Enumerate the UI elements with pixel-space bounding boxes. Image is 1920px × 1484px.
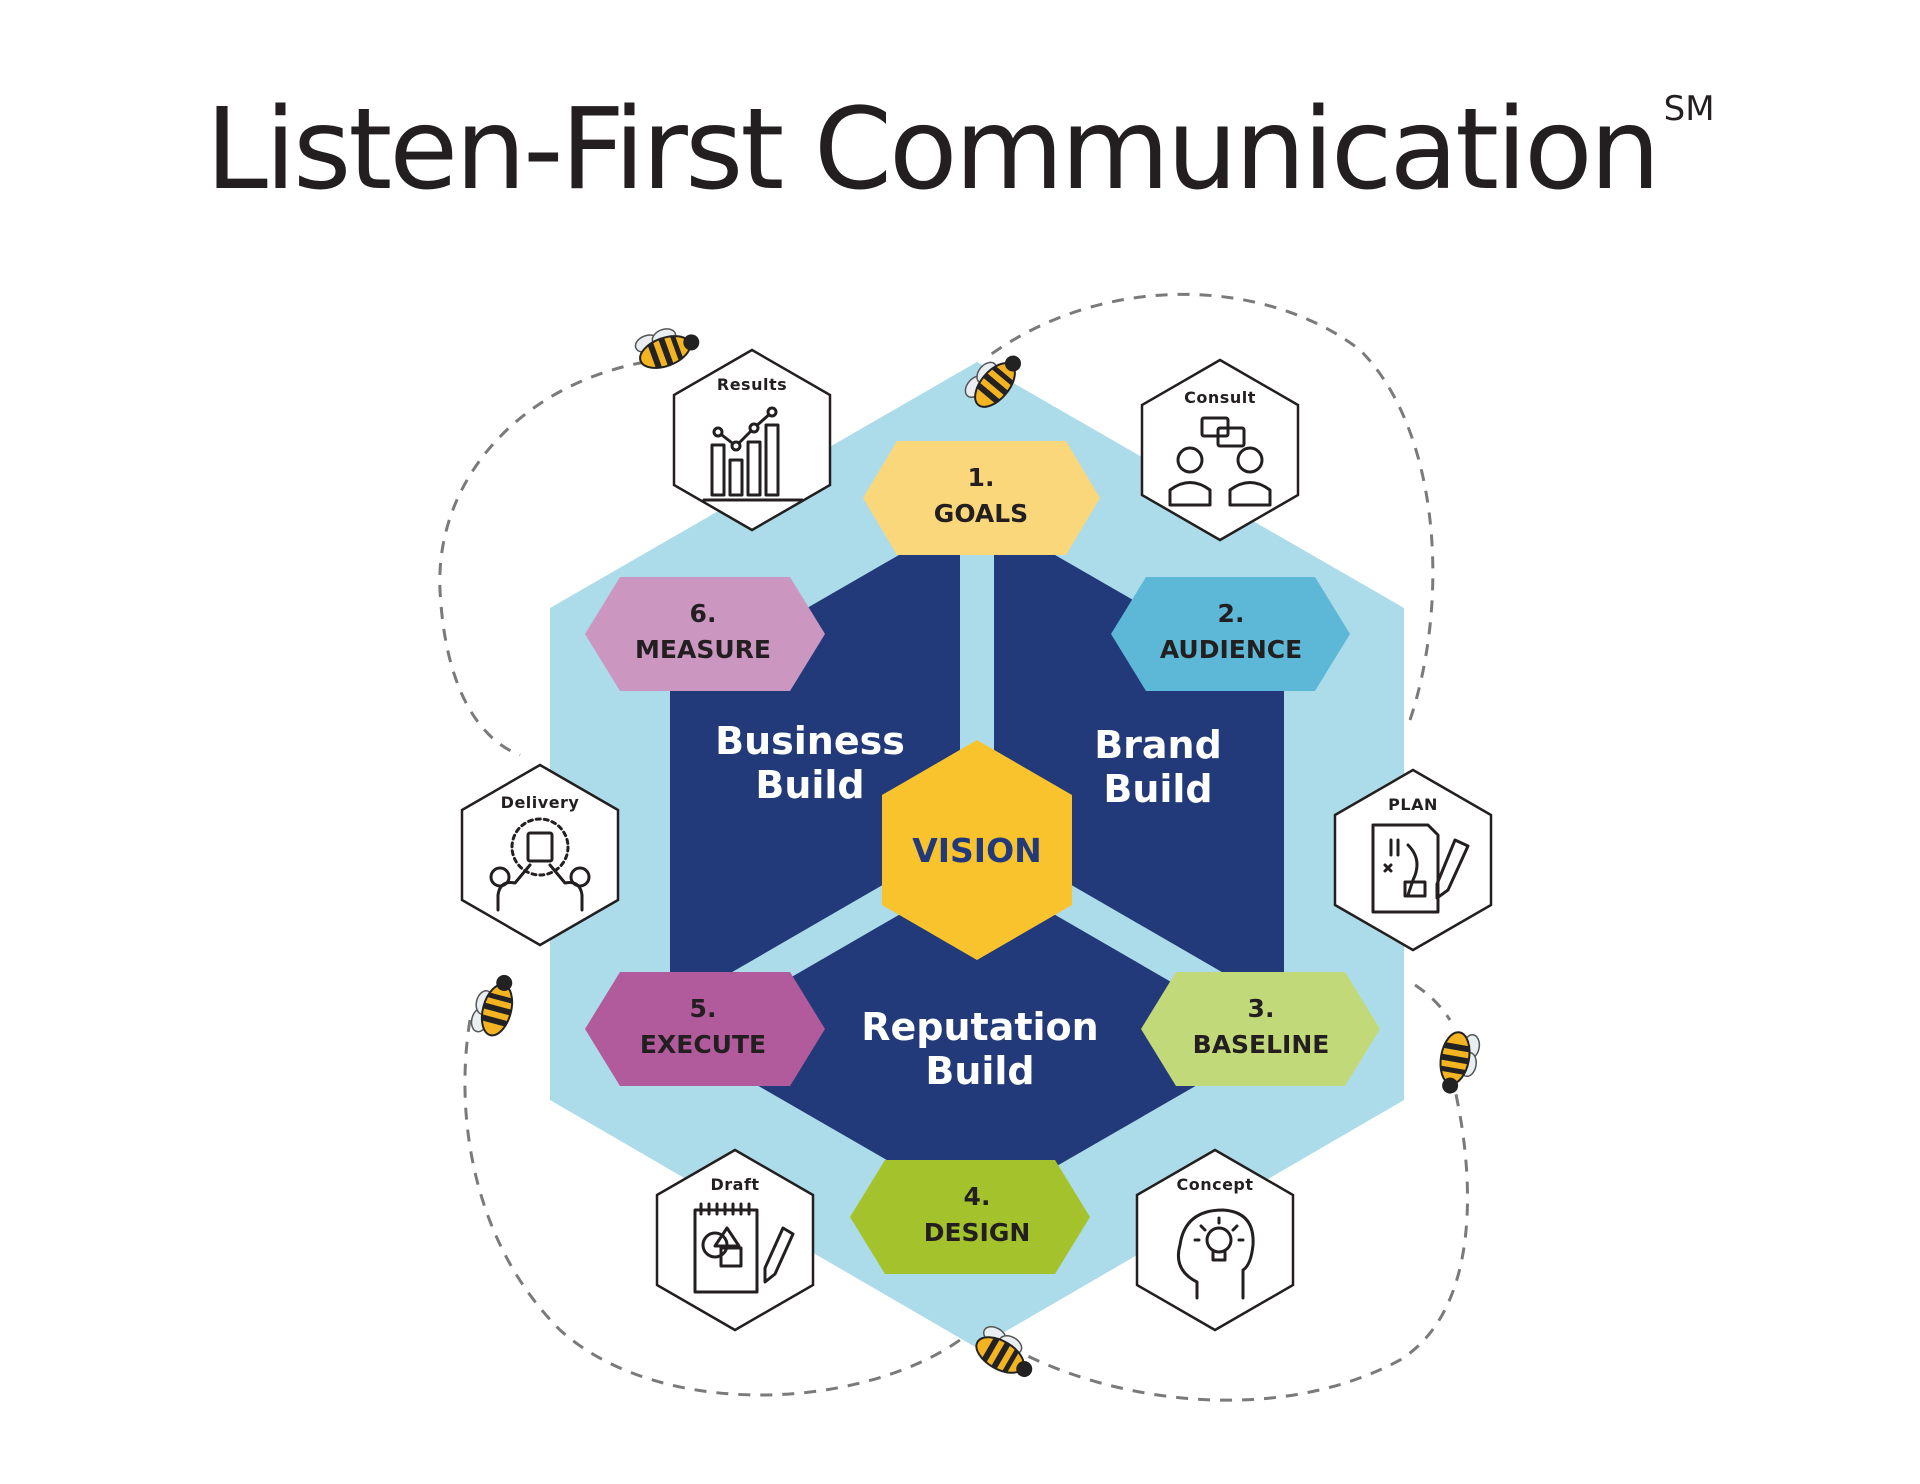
icon-hex-consult: Consult	[1140, 358, 1300, 542]
step-measure-label: MEASURE	[635, 635, 771, 664]
bee-icon	[1439, 1031, 1481, 1094]
bar-chart-icon	[702, 406, 804, 502]
delivery-icon	[489, 817, 591, 912]
dashed-flight-path	[438, 292, 1469, 1402]
step-execute-bg	[585, 972, 825, 1086]
consult-label: Consult	[1184, 388, 1256, 407]
step-measure-num: 6.	[690, 599, 717, 628]
icon-hex-results: Results	[672, 348, 832, 532]
concept-label: Concept	[1176, 1175, 1253, 1194]
title-text: Listen-First Communication	[205, 85, 1660, 215]
step-audience-num: 2.	[1218, 599, 1245, 628]
step-baseline-label: BASELINE	[1193, 1030, 1330, 1059]
consult-people-icon	[1168, 416, 1272, 507]
delivery-label: Delivery	[501, 793, 580, 812]
step-goals-bg	[863, 441, 1100, 555]
icon-hex-plan: PLAN	[1333, 768, 1493, 952]
sketchpad-icon	[693, 1202, 795, 1294]
region-reputation-line1: Reputation	[861, 1005, 1098, 1049]
step-measure-bg	[585, 577, 825, 691]
lightbulb-head-icon	[1176, 1208, 1255, 1300]
vision-label: VISION	[912, 831, 1042, 870]
step-measure: 6. MEASURE	[585, 577, 825, 691]
region-business-line1: Business	[715, 719, 905, 763]
bee-icon	[634, 328, 700, 370]
draft-label: Draft	[710, 1175, 759, 1194]
step-audience-label: AUDIENCE	[1160, 635, 1302, 664]
step-design-label: DESIGN	[924, 1218, 1031, 1247]
step-goals-label: GOALS	[934, 499, 1028, 528]
vision-hexagon	[882, 740, 1072, 960]
bee-icon	[964, 355, 1021, 408]
icon-hex-draft: Draft	[655, 1148, 815, 1332]
step-baseline-bg	[1141, 972, 1380, 1086]
step-design: 4. DESIGN	[850, 1160, 1090, 1274]
results-label: Results	[717, 375, 787, 394]
step-execute-num: 5.	[690, 994, 717, 1023]
step-baseline: 3. BASELINE	[1141, 972, 1380, 1086]
bee-icon	[975, 1325, 1033, 1377]
step-goals: 1. GOALS	[863, 441, 1100, 555]
bee-icon	[470, 974, 514, 1037]
step-execute-label: EXECUTE	[640, 1030, 766, 1059]
step-audience-bg	[1111, 577, 1350, 691]
region-business-line2: Build	[755, 763, 864, 807]
step-audience: 2. AUDIENCE	[1111, 577, 1350, 691]
step-execute: 5. EXECUTE	[585, 972, 825, 1086]
step-design-num: 4.	[964, 1182, 991, 1211]
step-design-bg	[850, 1160, 1090, 1274]
step-goals-num: 1.	[968, 463, 995, 492]
step-baseline-num: 3.	[1248, 994, 1275, 1023]
region-brand-line1: Brand	[1094, 723, 1222, 767]
icon-hex-concept: Concept	[1135, 1148, 1295, 1332]
region-brand-line2: Build	[1103, 767, 1212, 811]
plan-label: PLAN	[1388, 795, 1438, 814]
region-reputation-line2: Build	[925, 1049, 1034, 1093]
service-mark: SM	[1663, 89, 1715, 129]
plan-icon	[1371, 823, 1470, 914]
icon-hex-delivery: Delivery	[460, 763, 620, 947]
